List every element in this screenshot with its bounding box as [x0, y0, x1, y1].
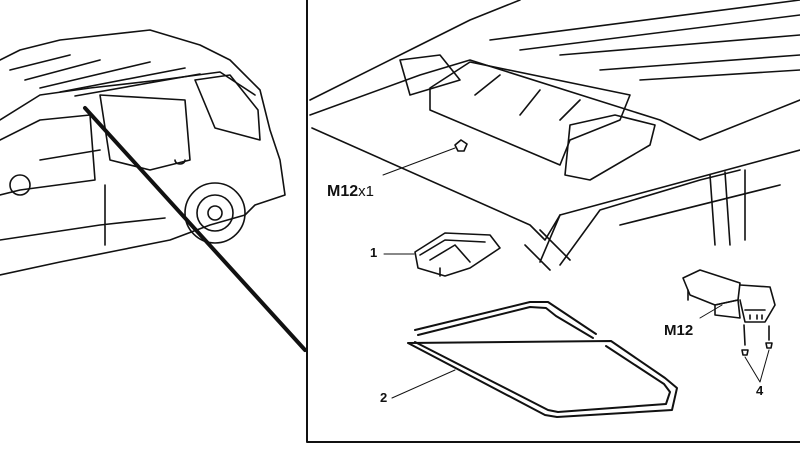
label-part-2: 2: [380, 390, 388, 405]
label-m12x1-suffix: x1: [358, 183, 374, 200]
leader-m12: [699, 304, 723, 319]
part-1-bracket: [414, 232, 501, 277]
label-m12x1-code: M12: [327, 183, 359, 200]
roof-detail: [309, 0, 800, 271]
callout-leader-line: [83, 106, 307, 352]
label-part-1: 1: [370, 245, 378, 260]
part-2-seal: [407, 301, 678, 418]
label-part-4: 4: [756, 383, 764, 398]
label-m12x1: M12x1: [327, 183, 374, 201]
vehicle-overview: [0, 29, 286, 276]
detail-frame: [306, 0, 800, 443]
label-m12: M12: [664, 322, 694, 339]
leader-m12x1: [382, 147, 456, 176]
sensor-m12: [682, 269, 776, 383]
leader-2: [391, 369, 456, 399]
